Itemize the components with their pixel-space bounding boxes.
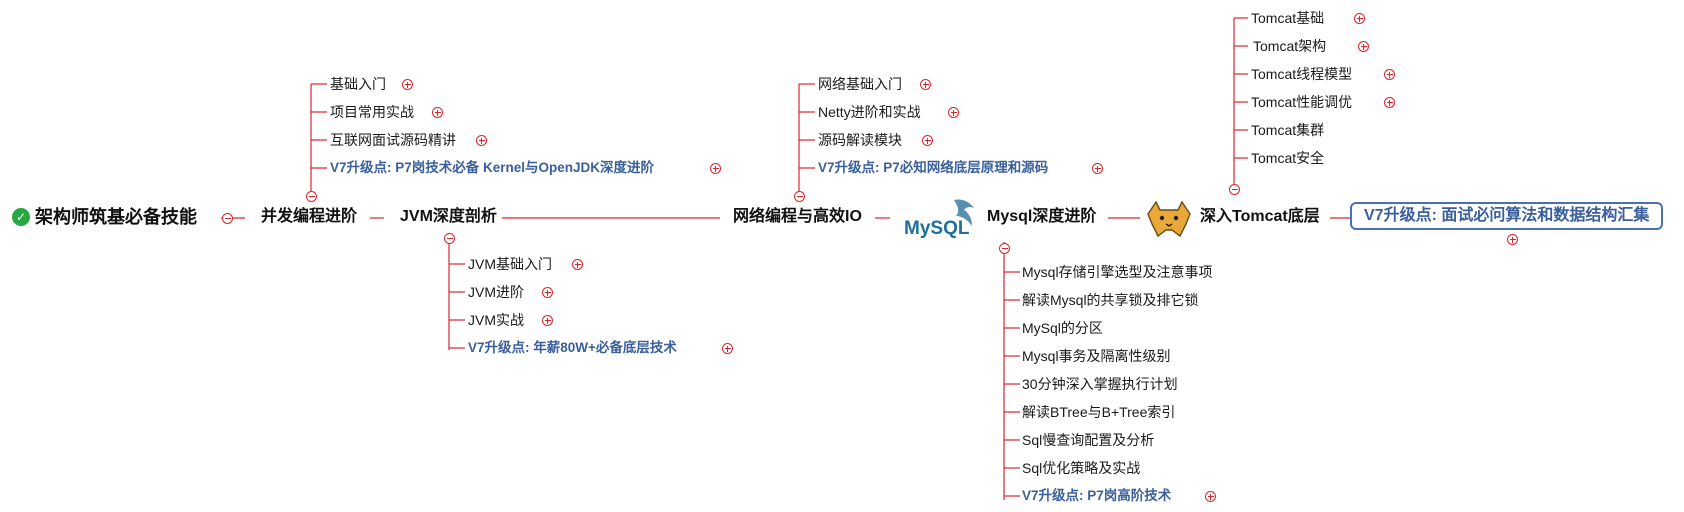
expand-icon[interactable] [542, 287, 553, 298]
expand-icon[interactable] [572, 259, 583, 270]
check-icon: ✓ [12, 208, 30, 226]
tomcat-item[interactable]: Tomcat安全 [1251, 150, 1325, 166]
topic-mysql[interactable]: Mysql深度进阶 [987, 208, 1097, 225]
mysql-logo-icon: MySQL [902, 196, 984, 240]
network-item[interactable]: Netty进阶和实战 [818, 104, 921, 120]
expand-icon[interactable] [1384, 69, 1395, 80]
collapse-jvm-icon[interactable] [444, 233, 455, 244]
tomcat-item[interactable]: Tomcat性能调优 [1251, 94, 1353, 110]
mysql-item[interactable]: 解读BTree与B+Tree索引 [1022, 404, 1176, 420]
expand-icon[interactable] [920, 79, 931, 90]
jvm-item-upgrade[interactable]: V7升级点: 年薪80W+必备底层技术 [468, 340, 677, 355]
expand-icon[interactable] [402, 79, 413, 90]
collapse-mysql-icon[interactable] [999, 243, 1010, 254]
collapse-tomcat-icon[interactable] [1229, 184, 1240, 195]
tomcat-item[interactable]: Tomcat架构 [1253, 38, 1327, 54]
expand-icon[interactable] [476, 135, 487, 146]
expand-icon[interactable] [722, 343, 733, 354]
mysql-item-upgrade[interactable]: V7升级点: P7岗高阶技术 [1022, 488, 1172, 503]
collapse-concurrency-icon[interactable] [306, 191, 317, 202]
mysql-logo-text: MySQL [904, 218, 970, 239]
mysql-item[interactable]: Sql慢查询配置及分析 [1022, 432, 1155, 448]
topic-jvm[interactable]: JVM深度剖析 [400, 208, 497, 225]
expand-icon[interactable] [1384, 97, 1395, 108]
tomcat-item[interactable]: Tomcat线程模型 [1251, 66, 1353, 82]
jvm-item[interactable]: JVM实战 [468, 312, 524, 328]
expand-icon[interactable] [1205, 491, 1216, 502]
mysql-item[interactable]: Sql优化策略及实战 [1022, 460, 1141, 476]
expand-icon[interactable] [922, 135, 933, 146]
collapse-root-icon[interactable] [222, 213, 233, 224]
expand-algorithms-icon[interactable] [1507, 234, 1518, 245]
mysql-item[interactable]: 解读Mysql的共享锁及排它锁 [1022, 292, 1199, 308]
mysql-item[interactable]: Mysql事务及隔离性级别 [1022, 348, 1171, 364]
root-topic[interactable]: ✓ 架构师筑基必备技能 [12, 206, 197, 228]
expand-icon[interactable] [710, 163, 721, 174]
concurrency-item-upgrade[interactable]: V7升级点: P7岗技术必备 Kernel与OpenJDK深度进阶 [330, 160, 655, 175]
tomcat-item[interactable]: Tomcat集群 [1251, 122, 1325, 138]
concurrency-item[interactable]: 项目常用实战 [330, 104, 414, 120]
mysql-item[interactable]: Mysql存储引擎选型及注意事项 [1022, 264, 1213, 280]
expand-icon[interactable] [542, 315, 553, 326]
tomcat-logo-icon [1142, 196, 1196, 240]
tomcat-item[interactable]: Tomcat基础 [1251, 10, 1325, 26]
expand-icon[interactable] [948, 107, 959, 118]
network-item[interactable]: 源码解读模块 [818, 132, 902, 148]
expand-icon[interactable] [1092, 163, 1103, 174]
expand-icon[interactable] [1358, 41, 1369, 52]
jvm-item[interactable]: JVM基础入门 [468, 256, 552, 272]
topic-tomcat[interactable]: 深入Tomcat底层 [1200, 208, 1320, 225]
topic-network-io[interactable]: 网络编程与高效IO [733, 208, 862, 225]
expand-icon[interactable] [432, 107, 443, 118]
network-item-upgrade[interactable]: V7升级点: P7必知网络底层原理和源码 [818, 160, 1049, 175]
concurrency-item[interactable]: 互联网面试源码精讲 [330, 132, 456, 148]
collapse-network-icon[interactable] [794, 191, 805, 202]
concurrency-item[interactable]: 基础入门 [330, 76, 386, 92]
expand-icon[interactable] [1354, 13, 1365, 24]
mysql-item[interactable]: 30分钟深入掌握执行计划 [1022, 376, 1178, 392]
topic-concurrency[interactable]: 并发编程进阶 [261, 208, 358, 225]
topic-algorithms-upgrade[interactable]: V7升级点: 面试必问算法和数据结构汇集 [1350, 202, 1664, 230]
network-item[interactable]: 网络基础入门 [818, 76, 902, 92]
mysql-item[interactable]: MySql的分区 [1022, 320, 1103, 336]
jvm-item[interactable]: JVM进阶 [468, 284, 524, 300]
root-label: 架构师筑基必备技能 [35, 207, 197, 227]
